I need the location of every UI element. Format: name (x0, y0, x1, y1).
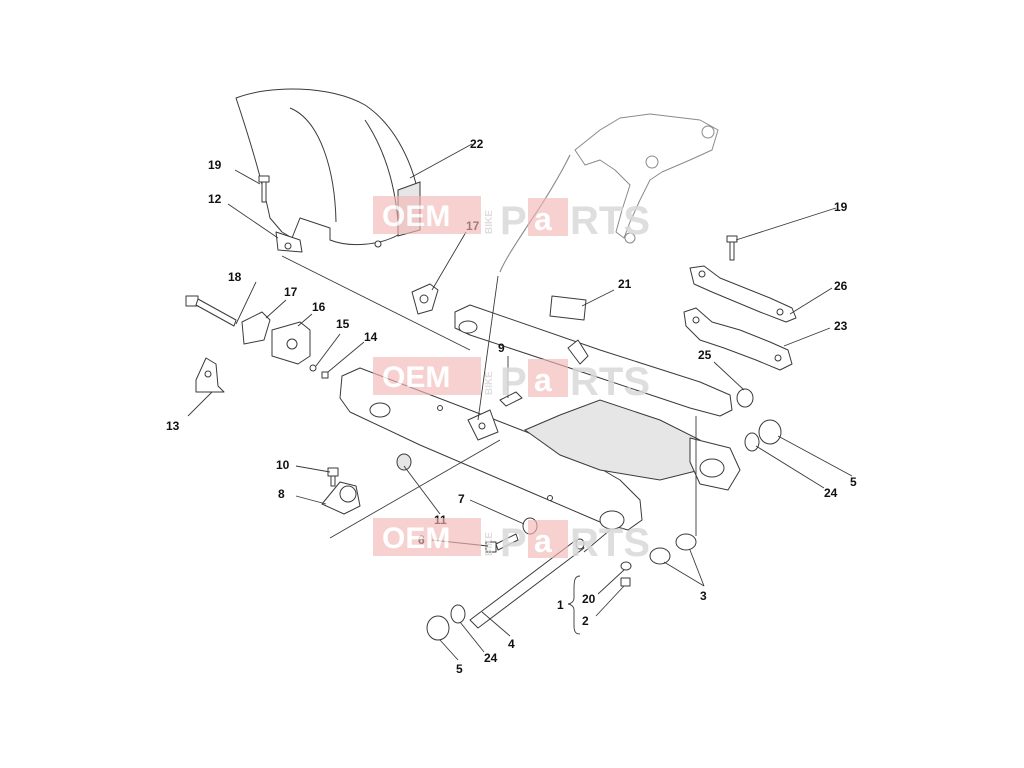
svg-text:a: a (534, 362, 552, 398)
callout-5-right: 5 (850, 475, 857, 489)
cap-part-5-right (758, 419, 782, 445)
bolt-part-10 (327, 467, 339, 487)
svg-text:BIKE: BIKE (484, 210, 495, 234)
brace-group-1 (567, 575, 581, 635)
cap-part-5-left (426, 615, 450, 641)
callout-23: 23 (834, 319, 848, 333)
callout-10: 10 (276, 458, 290, 472)
bolt-part-19-right (726, 235, 738, 261)
svg-text:OEM: OEM (382, 361, 450, 394)
callout-19: 19 (208, 158, 222, 172)
svg-text:BIKE: BIKE (484, 532, 495, 556)
callout-5-left: 5 (456, 662, 463, 676)
watermark-bottom: OEM BIKE P a RTS (373, 518, 650, 565)
chain-guard-part-23 (683, 307, 793, 371)
callout-2: 2 (582, 614, 589, 628)
callout-24-left: 24 (484, 651, 498, 665)
svg-text:OEM: OEM (382, 200, 450, 233)
ring-part-24-right (744, 432, 760, 452)
clip-part-17-lower (241, 311, 271, 345)
bolt-part-9 (499, 391, 523, 407)
clip-part-17-upper (411, 283, 439, 315)
bracket-part-13 (195, 357, 225, 393)
ring-part-24-left (450, 604, 466, 624)
callout-25: 25 (698, 348, 712, 362)
leader-lines (187, 143, 853, 661)
watermark-middle: OEM BIKE P a RTS (373, 357, 650, 404)
washers-part-3 (649, 533, 697, 565)
svg-text:P: P (500, 521, 527, 565)
bush-part-11 (396, 453, 412, 471)
swingarm (339, 304, 741, 531)
callout-15: 15 (336, 317, 350, 331)
callout-1: 1 (557, 598, 564, 612)
callout-17-lower: 17 (284, 285, 298, 299)
svg-text:a: a (534, 523, 552, 559)
label-part-21 (549, 295, 587, 321)
callout-20: 20 (582, 592, 596, 606)
bolt-part-18 (185, 295, 237, 327)
svg-text:OEM: OEM (382, 522, 450, 555)
callout-22: 22 (470, 137, 484, 151)
washer-part-15 (309, 364, 317, 372)
block-part-16 (271, 321, 311, 365)
callout-8: 8 (278, 487, 285, 501)
callout-16: 16 (312, 300, 326, 314)
callout-9: 9 (498, 341, 505, 355)
screw-part-14 (321, 371, 329, 379)
svg-text:RTS: RTS (570, 199, 650, 243)
svg-text:BIKE: BIKE (484, 371, 495, 395)
callout-19-right: 19 (834, 200, 848, 214)
screw-part-2 (620, 577, 631, 587)
callout-26: 26 (834, 279, 848, 293)
svg-text:a: a (534, 201, 552, 237)
callout-4: 4 (508, 637, 515, 651)
nut-part-20 (620, 561, 632, 571)
bolt-part-19-left (258, 175, 270, 203)
watermark-top: OEM BIKE P a RTS (373, 196, 650, 243)
callout-18: 18 (228, 270, 242, 284)
callout-24-right: 24 (824, 486, 838, 500)
callout-3: 3 (700, 589, 707, 603)
svg-text:P: P (500, 199, 527, 243)
axle-part-4 (469, 538, 585, 629)
callout-12: 12 (208, 192, 222, 206)
callout-13: 13 (166, 419, 180, 433)
bush-part-25 (736, 388, 754, 408)
callout-14: 14 (364, 330, 378, 344)
callout-21: 21 (618, 277, 632, 291)
svg-text:RTS: RTS (570, 360, 650, 404)
clamp-part-8 (321, 481, 361, 515)
svg-text:RTS: RTS (570, 521, 650, 565)
callout-7: 7 (458, 492, 465, 506)
rear-frame-linkage-faint (499, 113, 719, 273)
chain-guard-part-26 (689, 265, 797, 323)
svg-text:P: P (500, 360, 527, 404)
bolt-part-6 (485, 533, 519, 553)
